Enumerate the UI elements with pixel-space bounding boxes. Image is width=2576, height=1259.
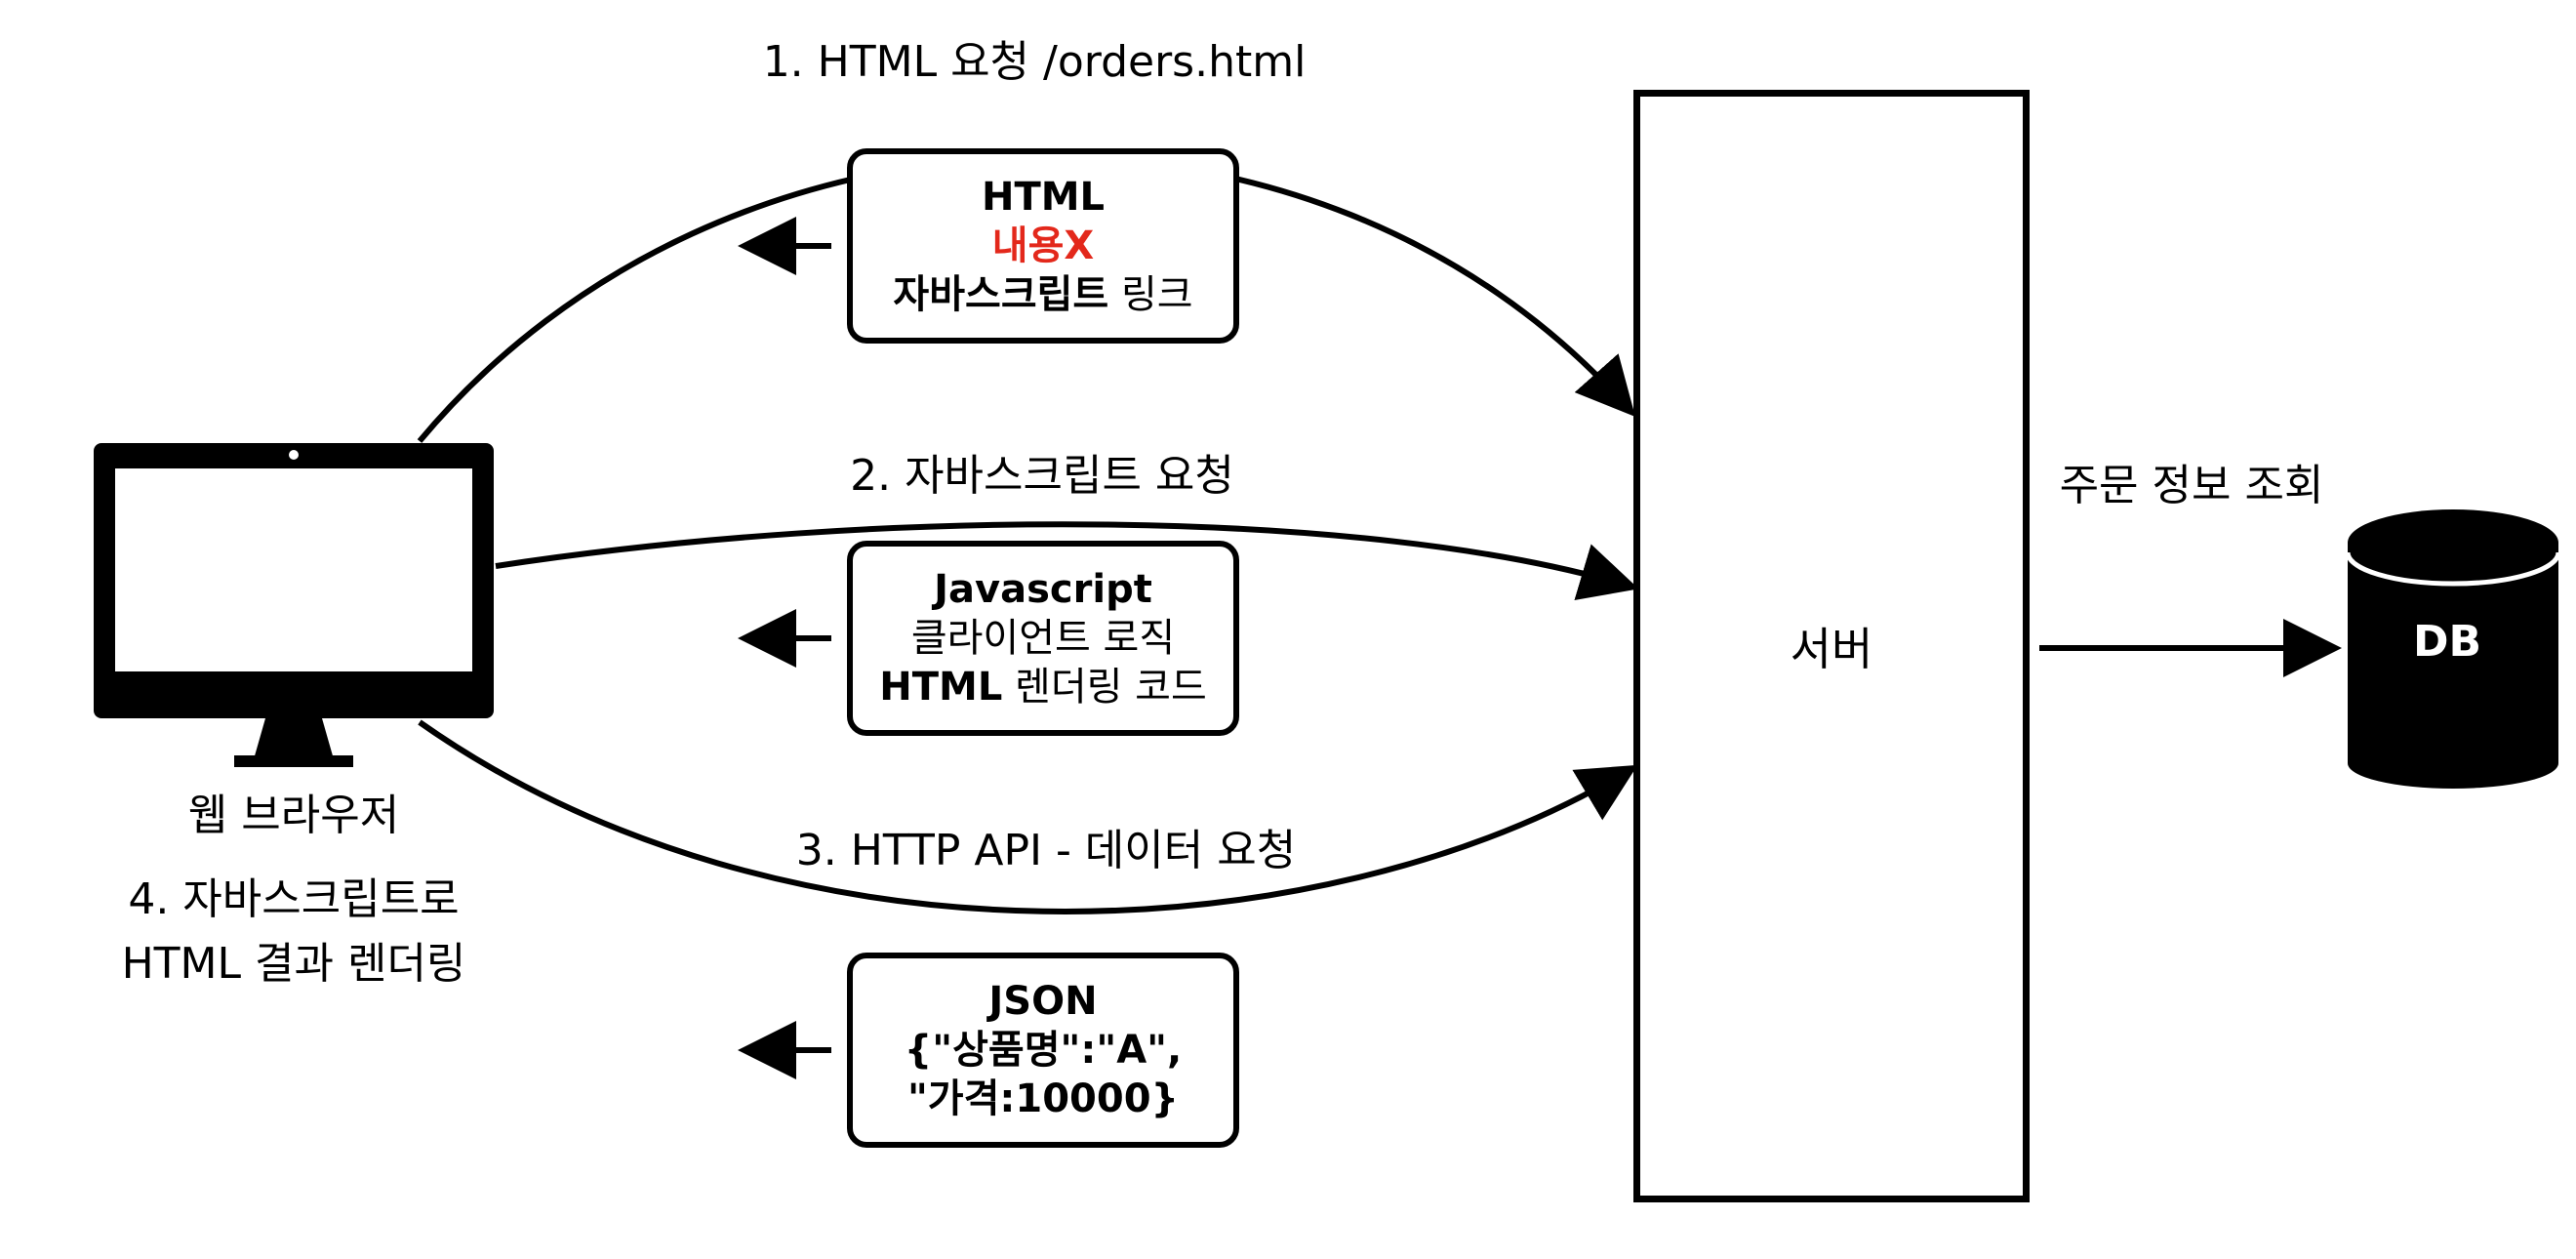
json-response-title: JSON	[988, 979, 1098, 1024]
arrow-js-request	[495, 521, 1639, 601]
arrow-api-request	[418, 719, 1638, 914]
html-response-title: HTML	[981, 175, 1106, 220]
render-label-line1: 4. 자바스크립트로	[128, 874, 460, 924]
js-response-render-code: HTML 렌더링 코드	[879, 665, 1207, 710]
html-response-js-link: 자바스크립트 링크	[893, 272, 1193, 317]
js-response-title: Javascript	[934, 567, 1152, 612]
database-cylinder-icon	[2345, 509, 2561, 789]
js-request-label: 2. 자바스크립트 요청	[850, 451, 1234, 501]
api-request-label: 3. HTTP API - 데이터 요청	[795, 826, 1297, 875]
json-response-box: JSON {"상품명":"A", "가격:10000}	[847, 953, 1239, 1148]
browser-label: 웹 브라우저	[187, 791, 400, 840]
html-response-box: HTML 내용X 자바스크립트 링크	[847, 148, 1239, 344]
render-label-line2: HTML 결과 렌더링	[121, 939, 466, 989]
server-label: 서버	[1790, 623, 1873, 675]
js-response-box: Javascript 클라이언트 로직 HTML 렌더링 코드	[847, 541, 1239, 736]
db-label: DB	[2412, 617, 2482, 667]
json-response-product: {"상품명":"A",	[904, 1028, 1183, 1073]
html-request-label: 1. HTML 요청 /orders.html	[762, 37, 1307, 87]
html-response-empty-content: 내용X	[991, 223, 1095, 268]
monitor-icon	[94, 443, 494, 767]
server-box: 서버	[1633, 90, 2030, 1202]
db-query-label: 주문 정보 조회	[2059, 461, 2324, 510]
js-response-client-logic: 클라이언트 로직	[910, 616, 1176, 661]
json-response-price: "가격:10000}	[906, 1076, 1180, 1121]
